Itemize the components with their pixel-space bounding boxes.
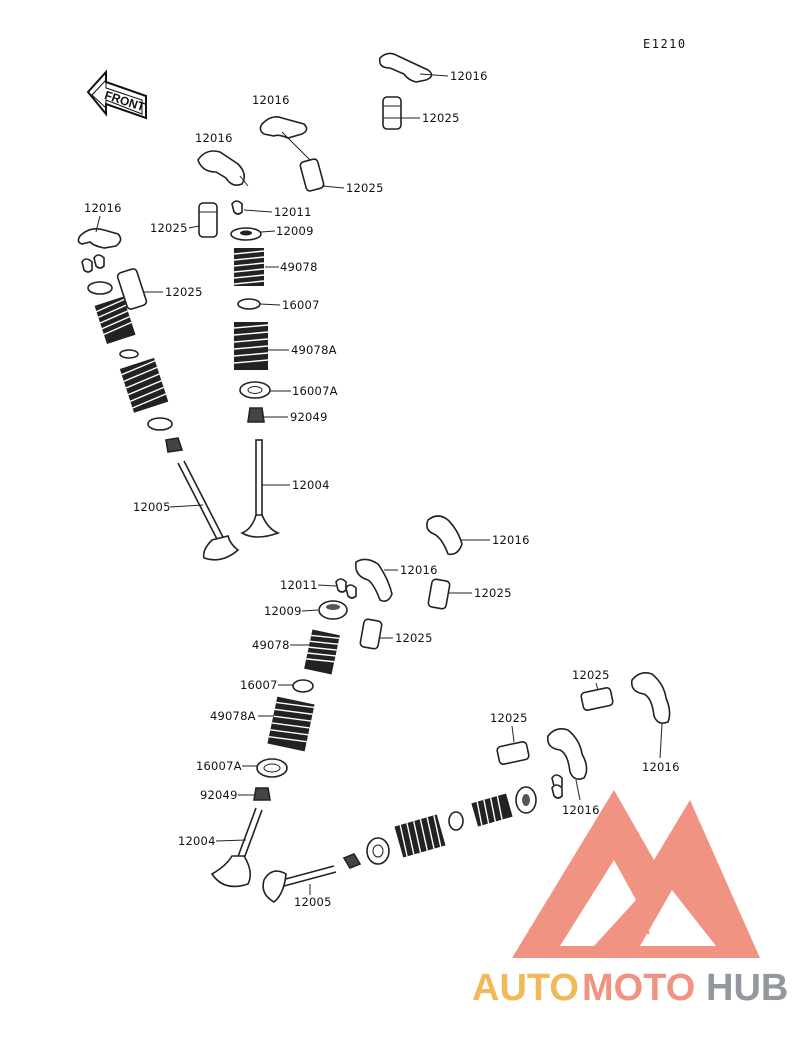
callout-label: 16007 xyxy=(282,298,320,312)
spring-seat-icon xyxy=(292,679,314,693)
oil-seal-icon xyxy=(253,787,271,801)
rocker-arm-icon xyxy=(354,558,393,602)
valve-icon xyxy=(262,865,337,903)
callout-label: 16007A xyxy=(196,759,242,773)
rocker-arm-icon xyxy=(77,228,122,249)
rocker-arm-icon xyxy=(197,150,246,186)
keeper-icon xyxy=(231,200,243,215)
watermark-text-hub: HUB xyxy=(706,967,788,1009)
tappet-icon xyxy=(496,741,530,765)
callout-label: 12009 xyxy=(276,224,314,238)
callout-label: 49078 xyxy=(252,638,290,652)
callout-label: 92049 xyxy=(200,788,238,802)
callout-labels: 12016 12025 12016 12025 12016 12011 1202… xyxy=(84,69,680,909)
keeper-icon xyxy=(93,254,105,269)
callout-label: 12016 xyxy=(450,69,488,83)
valve-icon xyxy=(177,460,240,561)
valve-icon xyxy=(240,439,281,538)
rocker-arm-icon xyxy=(426,515,463,556)
lower-valve-assembly xyxy=(210,515,671,903)
callout-label: 12004 xyxy=(178,834,216,848)
spring-outer-icon xyxy=(233,322,269,370)
watermark: AUTO MOTO HUB xyxy=(472,790,788,1009)
callout-label: 12025 xyxy=(490,711,528,725)
retainer-icon xyxy=(87,281,113,295)
keeper-icon xyxy=(345,584,357,599)
callout-label: 92049 xyxy=(290,410,328,424)
callout-label: 12025 xyxy=(572,668,610,682)
tappet-icon xyxy=(198,202,218,238)
rocker-arm-icon xyxy=(546,728,588,780)
tappet-icon xyxy=(427,578,451,610)
oil-seal-icon xyxy=(165,437,184,453)
callout-label: 12025 xyxy=(346,181,384,195)
rocker-arm-icon xyxy=(378,52,433,83)
watermark-logo-icon xyxy=(512,790,760,958)
callout-label: 16007A xyxy=(292,384,338,398)
seat-washer-icon xyxy=(147,417,173,431)
callout-label: 12025 xyxy=(150,221,188,235)
callout-label: 12016 xyxy=(195,131,233,145)
callout-label: 12025 xyxy=(395,631,433,645)
callout-label: 12005 xyxy=(133,500,171,514)
spring-inner-icon xyxy=(233,248,265,286)
tappet-icon xyxy=(299,158,325,192)
rocker-arm-icon xyxy=(630,672,671,724)
keeper-icon xyxy=(551,784,563,799)
callout-label: 12011 xyxy=(280,578,318,592)
callout-label: 12005 xyxy=(294,895,332,909)
callout-label: 12025 xyxy=(422,111,460,125)
callout-label: 49078A xyxy=(210,709,256,723)
watermark-text-moto: MOTO xyxy=(582,967,695,1009)
callout-label: 49078A xyxy=(291,343,337,357)
callout-label: 12009 xyxy=(264,604,302,618)
spring-inner-icon xyxy=(304,629,340,675)
spring-outer-icon xyxy=(394,814,446,858)
spring-seat-icon xyxy=(119,349,139,359)
spring-seat-icon xyxy=(237,298,261,310)
callout-label: 12016 xyxy=(562,803,600,817)
rocker-arm-icon xyxy=(259,116,308,139)
tappet-icon xyxy=(116,268,148,310)
callout-label: 49078 xyxy=(280,260,318,274)
tappet-icon xyxy=(580,687,614,711)
callout-label: 12016 xyxy=(84,201,122,215)
front-arrow-icon: FRONT xyxy=(86,69,147,120)
callout-label: 12004 xyxy=(292,478,330,492)
upper-valve-assembly xyxy=(77,52,433,561)
callout-label: 12016 xyxy=(492,533,530,547)
oil-seal-icon xyxy=(342,853,362,869)
keeper-icon xyxy=(81,258,93,273)
callout-label: 12016 xyxy=(400,563,438,577)
spring-seat-icon xyxy=(448,811,464,831)
spring-inner-icon xyxy=(94,296,136,344)
oil-seal-icon xyxy=(247,407,265,423)
tappet-icon xyxy=(359,618,383,650)
callout-label: 16007 xyxy=(240,678,278,692)
spring-inner-icon xyxy=(471,793,513,827)
callout-label: 12011 xyxy=(274,205,312,219)
callout-label: 12025 xyxy=(165,285,203,299)
diagram-code: E1210 xyxy=(643,37,687,51)
spring-outer-icon xyxy=(119,357,169,413)
leader-lines xyxy=(95,73,663,895)
callout-label: 12025 xyxy=(474,586,512,600)
keeper-icon xyxy=(335,578,347,593)
callout-label: 12016 xyxy=(642,760,680,774)
tappet-icon xyxy=(382,96,402,130)
watermark-text-auto: AUTO xyxy=(472,967,579,1009)
spring-outer-icon xyxy=(267,696,315,752)
valve-icon xyxy=(210,807,263,888)
callout-label: 12016 xyxy=(252,93,290,107)
